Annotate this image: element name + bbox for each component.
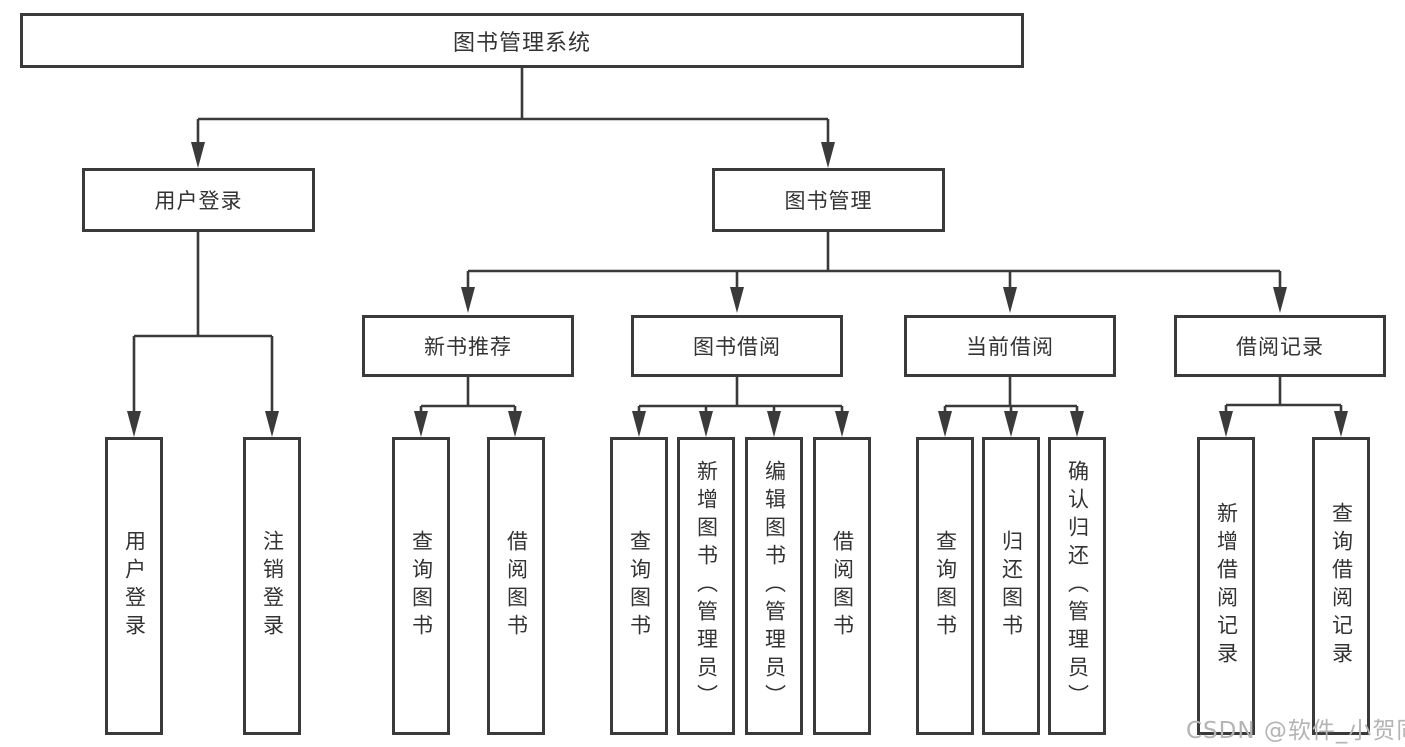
- leaf-borrow-book-recommend: 借阅图书: [487, 437, 545, 735]
- node-current-borrow: 当前借阅: [904, 315, 1116, 377]
- node-label: 借阅图书: [504, 530, 529, 642]
- leaf-user-login: 用户登录: [105, 437, 163, 735]
- leaf-confirm-return-admin: 确认归还（管理员）: [1048, 437, 1106, 735]
- node-label: 查询图书: [933, 530, 958, 642]
- leaf-query-book-recommend: 查询图书: [392, 437, 450, 735]
- leaf-add-book-admin: 新增图书（管理员）: [677, 437, 735, 735]
- node-label: 查询图书: [627, 530, 652, 642]
- node-label: 新书推荐: [424, 335, 512, 359]
- node-label: 查询图书: [409, 530, 434, 642]
- node-label: 借阅记录: [1236, 335, 1324, 359]
- node-label: 新增借阅记录: [1214, 502, 1239, 670]
- node-label: 归还图书: [999, 530, 1024, 642]
- node-borrow-records: 借阅记录: [1174, 315, 1386, 377]
- node-label: 确认归还（管理员）: [1065, 460, 1090, 712]
- node-book-borrow: 图书借阅: [631, 315, 843, 377]
- leaf-edit-book-admin: 编辑图书（管理员）: [745, 437, 803, 735]
- node-label: 借阅图书: [830, 530, 855, 642]
- node-label: 图书借阅: [693, 335, 781, 359]
- node-system-root: 图书管理系统: [20, 13, 1024, 68]
- node-label: 当前借阅: [966, 335, 1054, 359]
- csdn-watermark: CSDN @软件_小贺同学: [1186, 718, 1405, 744]
- leaf-query-book-borrow: 查询图书: [610, 437, 668, 735]
- leaf-add-borrow-record: 新增借阅记录: [1197, 437, 1255, 735]
- leaf-borrow-book: 借阅图书: [813, 437, 871, 735]
- node-label: 图书管理系统: [452, 30, 591, 56]
- node-label: 用户登录: [154, 189, 243, 213]
- leaf-return-book: 归还图书: [982, 437, 1040, 735]
- leaf-logout: 注销登录: [243, 437, 301, 735]
- node-new-book-recommend: 新书推荐: [362, 315, 574, 377]
- node-book-management: 图书管理: [712, 168, 945, 232]
- node-label: 新增图书（管理员）: [694, 460, 719, 712]
- node-label: 注销登录: [260, 530, 285, 642]
- node-label: 图书管理: [784, 189, 873, 213]
- node-label: 编辑图书（管理员）: [762, 460, 787, 712]
- node-user-login: 用户登录: [82, 168, 315, 232]
- leaf-query-borrow-record: 查询借阅记录: [1312, 437, 1370, 735]
- leaf-query-book-current: 查询图书: [916, 437, 974, 735]
- node-label: 用户登录: [122, 530, 147, 642]
- node-label: 查询借阅记录: [1329, 502, 1354, 670]
